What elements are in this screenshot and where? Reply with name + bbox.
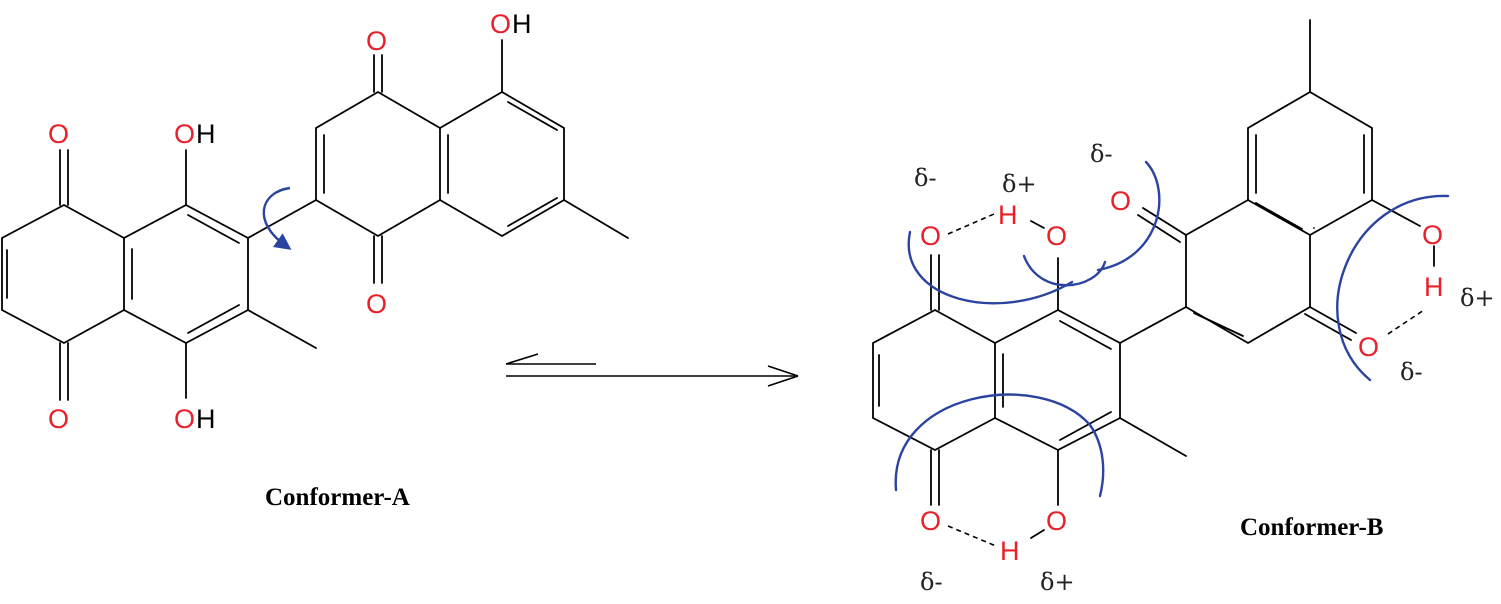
arc-upper-mid <box>1022 254 1107 287</box>
arc-right <box>1336 194 1450 382</box>
delta-plus-label: δ+ <box>1460 284 1495 312</box>
oxygen-label: O <box>48 119 69 149</box>
conformer-a-atom-labels: O O O H O H O O O H <box>48 9 532 434</box>
quinone-ring-a-left <box>1 203 125 345</box>
aromatic-ring-a <box>123 203 249 345</box>
rotation-arrow-icon <box>262 186 292 250</box>
double-bond <box>1059 411 1112 441</box>
oxygen-label: O <box>920 221 941 251</box>
carbonyl-bond <box>1309 306 1357 334</box>
delta-plus-label: δ+ <box>1002 170 1037 198</box>
partial-charge-labels: δ- δ+ δ- δ+ δ- δ- δ+ <box>914 140 1495 596</box>
oxygen-label: O <box>1110 186 1131 216</box>
aromatic-ring-b <box>994 308 1121 452</box>
aromatic-ring-a-right <box>439 90 565 238</box>
delta-minus-label: δ- <box>914 164 937 192</box>
hydroxyl-bond <box>1030 220 1045 229</box>
methyl-bond <box>247 309 317 349</box>
oxygen-label: O <box>48 404 69 434</box>
conformer-a-caption: Conformer-A <box>265 484 410 511</box>
oxygen-label: O <box>1422 220 1443 250</box>
hydrogen-bonds <box>947 213 1425 547</box>
interaction-arcs <box>894 160 1450 498</box>
oxygen-label: O <box>174 119 195 149</box>
delta-minus-label: δ- <box>1090 140 1113 168</box>
hydrogen-label: H <box>512 9 532 39</box>
oxygen-label: O <box>1046 506 1067 536</box>
hydroxyl-bond <box>1371 199 1421 227</box>
arc-upper-left <box>907 230 1074 305</box>
hydrogen-bond-dashes <box>1387 309 1425 335</box>
delta-minus-label: δ- <box>920 568 943 596</box>
conformer-b-atom-labels: O H O O O H O O O H <box>920 186 1444 566</box>
hydrogen-label: H <box>1000 536 1020 566</box>
double-bond <box>1255 202 1303 230</box>
oxygen-label: O <box>920 506 941 536</box>
carbonyl-bond <box>1142 207 1187 236</box>
biaryl-bond <box>1119 306 1187 344</box>
hydrogen-label: H <box>196 404 216 434</box>
double-bond <box>187 304 240 334</box>
hydrogen-bond-dashes <box>947 213 995 235</box>
oxygen-label: O <box>366 289 387 319</box>
delta-plus-label: δ+ <box>1040 568 1075 596</box>
oxygen-label: O <box>366 26 387 56</box>
arc-upper-right <box>1096 160 1161 272</box>
oxygen-label: O <box>174 404 195 434</box>
hydrogen-label: H <box>998 200 1018 230</box>
hydrogen-bond-dashes <box>947 525 997 547</box>
delta-minus-label: δ- <box>1400 358 1423 386</box>
hydrogen-label: H <box>1424 272 1444 302</box>
double-bond <box>187 214 240 244</box>
carbonyl-bond <box>1137 214 1181 243</box>
double-bond <box>1059 320 1112 350</box>
methyl-bond <box>1119 417 1187 457</box>
quinone-ring-b-left <box>872 308 996 452</box>
aromatic-ring-b-right <box>1247 90 1373 236</box>
double-bond <box>507 101 558 131</box>
quinone-ring-b-right <box>1185 198 1311 345</box>
double-bond <box>1193 312 1244 337</box>
carbonyl-bond <box>1304 313 1352 341</box>
biaryl-bond <box>247 199 317 239</box>
conformer-a-structure <box>1 39 629 401</box>
quinone-ring-a-right <box>315 90 441 238</box>
conformer-b-caption: Conformer-B <box>1240 514 1383 541</box>
oxygen-label: O <box>490 9 511 39</box>
equilibrium-harpoons-icon <box>505 353 799 387</box>
hydroxyl-bond <box>1030 529 1045 539</box>
methyl-bond <box>563 199 629 239</box>
conformer-b-structure <box>872 19 1435 539</box>
hydrogen-label: H <box>196 119 216 149</box>
oxygen-label: O <box>1358 332 1379 362</box>
oxygen-label: O <box>1046 221 1067 251</box>
arc-lower <box>894 393 1105 498</box>
double-bond <box>507 197 558 227</box>
